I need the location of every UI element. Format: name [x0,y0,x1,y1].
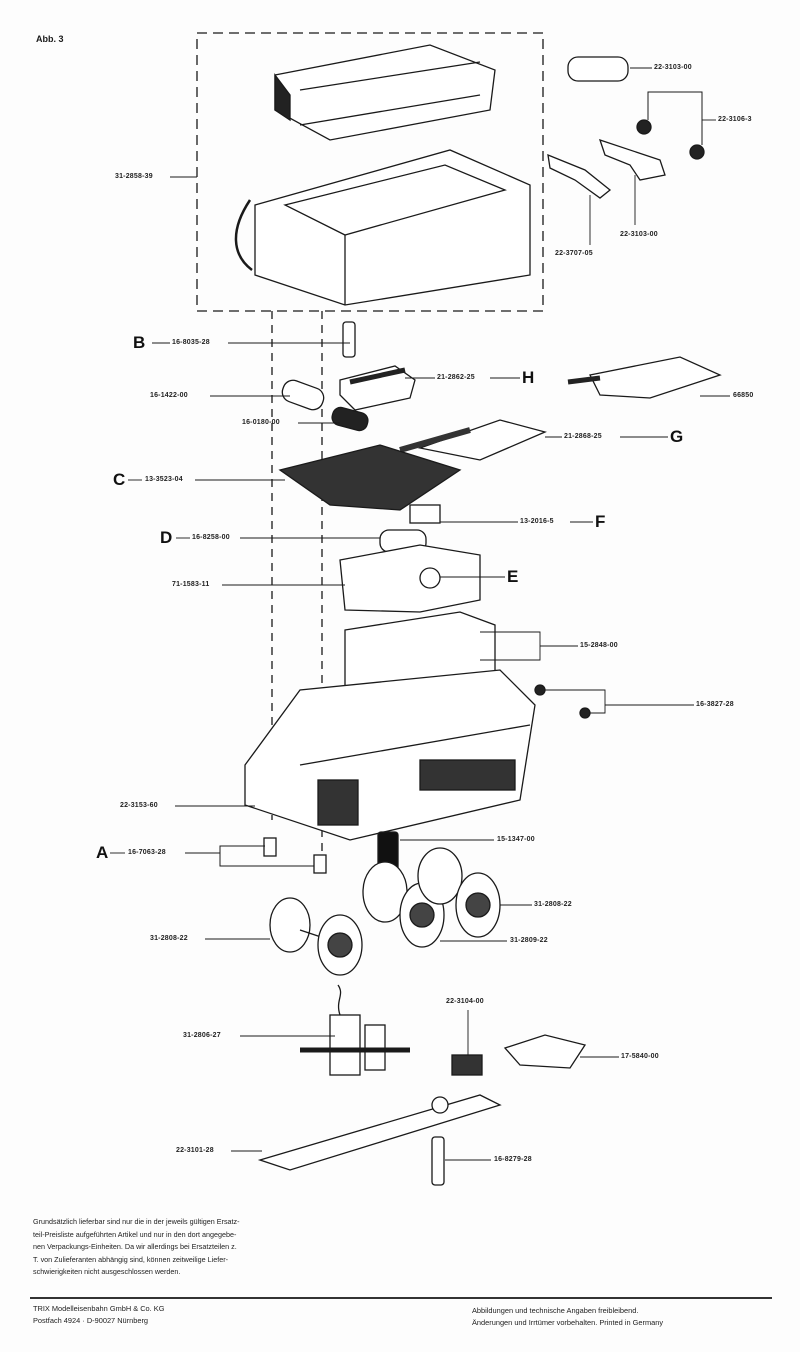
motor-part [339,544,481,613]
part-label-pin: 16-8279-28 [494,1156,532,1163]
part-label-pickup: 22-3104-00 [446,998,484,1005]
resistor-part [567,56,629,82]
part-label-housing: 31-2858-39 [115,173,153,180]
lever-part-right [598,138,666,181]
note-line: Grundsätzlich lieferbar sind nur die in … [33,1217,240,1226]
key-g: G [670,427,684,446]
part-label-board-g: 21-2868-25 [564,433,602,440]
part-label-contact-f: 13-2016-5 [520,518,554,525]
decoder-part [589,356,722,399]
housing-group-box [196,32,544,312]
part-label-frame: 22-3153-60 [120,802,158,809]
key-b: B [133,333,146,352]
leader-lines [110,67,730,1161]
chassis-frame-part [244,669,536,841]
part-label-resistor: 22-3103-00 [654,64,692,71]
key-e: E [507,567,519,586]
part-label-screw-a: 16-7063-28 [128,849,166,856]
part-label-coupler: 17-5840-00 [621,1053,659,1060]
screw-a-part-1 [263,837,277,857]
bulb-part-2 [689,144,705,160]
part-label-lever-left: 22-3707-05 [555,250,593,257]
part-label-bulbs: 22-3106-3 [718,116,752,123]
part-label-capacitor: 16-1422-00 [150,392,188,399]
key-c: C [113,470,126,489]
disclaimer-line: Änderungen und Irrtümer vorbehalten. Pri… [472,1318,664,1327]
connector-h-part [339,365,416,411]
availability-note: Grundsätzlich lieferbar sind nur die in … [33,1216,393,1279]
part-label-bogie: 31-2806-27 [183,1032,221,1039]
lamp-screw-2 [579,707,591,719]
wheelset-right [417,847,501,938]
part-label-base-plate: 22-3101-28 [176,1147,214,1154]
key-h: H [522,368,535,387]
key-a: A [96,843,109,862]
lever-part-left [547,153,612,199]
housing-part [234,149,531,306]
note-line: teil-Preisliste aufgeführten Artikel und… [33,1229,237,1239]
part-label-coil: 16-0180-00 [242,419,280,426]
note-line: nen Verpackungs-Einheiten. Da wir allerd… [33,1242,237,1252]
roof-cover-part [274,44,496,141]
lamp-screw-1 [534,684,546,696]
part-label-choke-d: 16-8258-00 [192,534,230,541]
board-g-part [417,419,547,461]
disclaimer: Abbildungen und technische Angaben freib… [472,1305,663,1329]
note-line: T. von Zulieferanten abhängig sind, könn… [33,1254,228,1264]
company-address: TRIX Modelleisenbahn GmbH & Co. KG Postf… [33,1303,164,1327]
capacitor-part [281,379,325,411]
base-plate-part [257,1094,502,1171]
part-label-wheelset-mid: 31-2809-22 [510,937,548,944]
part-label-screw-b: 16-8035-28 [172,339,210,346]
footer-divider [30,1297,772,1299]
screw-a-part-2 [313,854,327,874]
part-label-decoder: 66850 [733,392,754,399]
screw-b-part [342,321,356,358]
key-d: D [160,528,173,547]
part-label-board-c: 13-3523-04 [145,476,183,483]
pickup-part [451,1054,483,1076]
part-label-motor: 71-1583-11 [172,581,210,588]
part-label-wheelset-left: 31-2808-22 [150,935,188,942]
part-label-lamp-screws: 16-3827-28 [696,701,734,708]
key-f: F [595,512,606,531]
note-line: schwierigkeiten nicht ausgeschlossen wer… [33,1267,181,1277]
coupler-part [503,1034,587,1069]
figure-title: Abb. 3 [36,34,64,44]
part-label-weights: 15-2848-00 [580,642,618,649]
wheelset-left [269,897,363,976]
part-label-lever-right: 22-3103-00 [620,231,658,238]
board-c-part [278,444,462,511]
disclaimer-line: Abbildungen und technische Angaben freib… [472,1306,639,1315]
bulb-part-1 [636,119,652,135]
company-postal: Postfach 4924 · D-90027 Nürnberg [33,1316,149,1325]
part-label-wheelset-right: 31-2808-22 [534,901,572,908]
contact-f-part [409,504,441,524]
company-name: TRIX Modelleisenbahn GmbH & Co. KG [33,1304,165,1313]
bogie-part [300,984,410,1076]
coil-part [331,406,369,432]
part-label-spring: 15-1347-00 [497,836,535,843]
part-label-connector-h: 21-2862-25 [437,374,475,381]
pin-part [431,1136,445,1186]
